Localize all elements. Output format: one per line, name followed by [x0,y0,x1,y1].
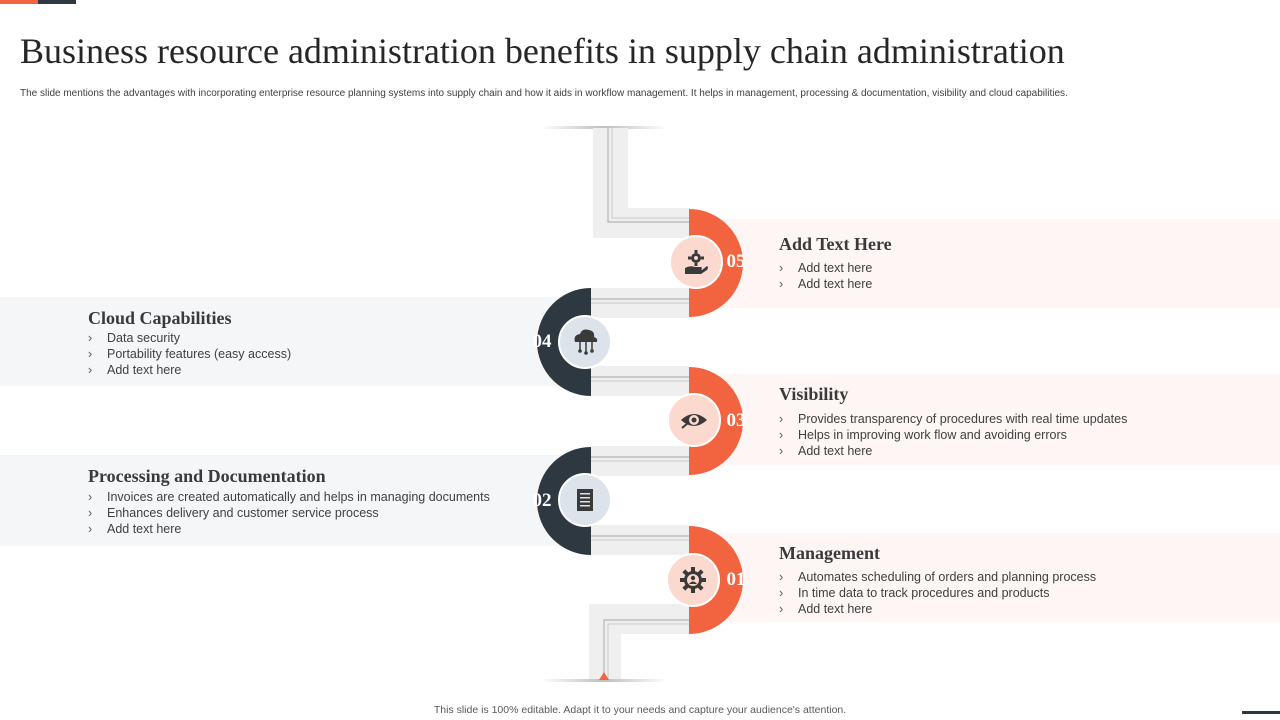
step-04-bullet: Portability features (easy access) [88,346,291,362]
step-03-bullet: Provides transparency of procedures with… [779,411,1127,427]
step-01-bullet: Automates scheduling of orders and plann… [779,569,1096,585]
step-04-title: Cloud Capabilities [88,308,232,328]
step-05-title: Add Text Here [779,234,892,254]
step-03-title: Visibility [779,384,849,404]
step-03-number: 03 [726,410,746,431]
step-03-bullets: Provides transparency of procedures with… [779,411,1127,459]
step-03-bullet: Add text here [779,443,1127,459]
footer-note: This slide is 100% editable. Adapt it to… [433,704,847,716]
page-subtitle: The slide mentions the advantages with i… [20,88,1068,99]
step-02-bullet: Enhances delivery and customer service p… [88,505,490,521]
step-01-title: Management [779,543,880,563]
pipe-top-horizontal [628,208,690,238]
step-01-number: 01 [726,569,746,590]
bottom-arrow-marker [599,672,609,680]
bottom-accent-bar [1242,711,1280,714]
document-icon [577,489,593,511]
step-04-bullet: Add text here [88,362,291,378]
cloud-network-icon [574,329,598,355]
hand-gear-icon [685,250,708,274]
step-04-number: 04 [532,331,552,352]
step-05-number: 05 [726,251,746,272]
step-03-bullet: Helps in improving work flow and avoidin… [779,427,1127,443]
bottom-fade-line [540,679,668,682]
step-01-bullet: Add text here [779,601,1096,617]
page-title: Business resource administration benefit… [20,31,1065,71]
step-04-bullets: Data security Portability features (easy… [88,330,291,378]
top-accent-orange-bar [0,0,38,4]
top-accent-dark-bar [38,0,76,4]
pipe-top-vertical [593,128,628,238]
gear-person-icon [680,567,706,593]
step-02-bullet: Invoices are created automatically and h… [88,489,490,505]
eye-icon [681,414,707,429]
step-04-bullet: Data security [88,330,291,346]
step-01-bullet: In time data to track procedures and pro… [779,585,1096,601]
step-02-title: Processing and Documentation [88,466,326,486]
step-05-bullet: Add text here [779,276,872,292]
step-02-bullet: Add text here [88,521,490,537]
top-fade-line [540,126,668,129]
step-02-bullets: Invoices are created automatically and h… [88,489,490,537]
step-01-bullets: Automates scheduling of orders and plann… [779,569,1096,617]
step-05-bullets: Add text here Add text here [779,260,872,292]
step-05-bullet: Add text here [779,260,872,276]
step-02-number: 02 [532,490,552,511]
pipe-bottom-vertical [589,604,621,680]
